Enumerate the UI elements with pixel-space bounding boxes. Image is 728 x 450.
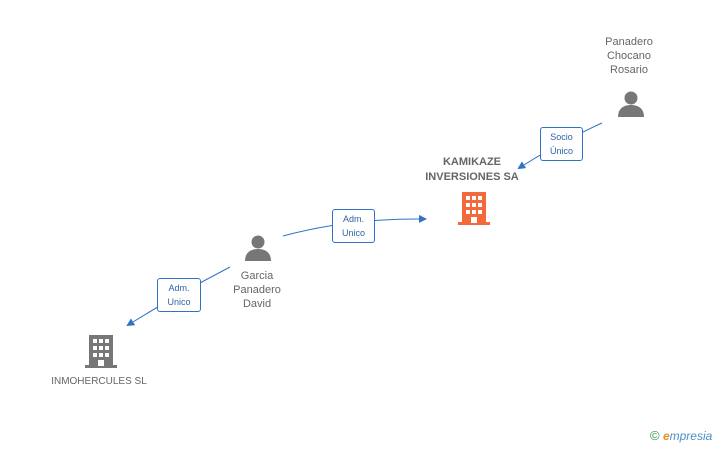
brand-logo-text: mpresia	[669, 429, 713, 443]
label-line: Panadero	[233, 284, 281, 296]
person-icon[interactable]	[245, 235, 271, 262]
label-line: KAMIKAZE	[442, 156, 502, 168]
edge-label-line: Socio	[550, 132, 573, 142]
edge-label-socio-unico: Socio Único	[540, 127, 583, 161]
building-icon[interactable]	[458, 192, 490, 225]
label-line: Garcia	[240, 270, 274, 282]
label-line: Chocano	[606, 50, 652, 62]
label-line: INMOHERCULES SL	[51, 376, 147, 387]
brand-footer[interactable]: © empresia	[650, 428, 712, 443]
edge-label-line: Único	[549, 146, 573, 156]
edge-label-line: Unico	[167, 297, 191, 307]
label-line: INVERSIONES SA	[425, 171, 519, 183]
person-icon[interactable]	[618, 91, 644, 118]
node-label-garcia-panadero-david[interactable]: Garcia Panadero David	[220, 269, 294, 311]
edge-label-adm-unico: Adm. Unico	[157, 278, 201, 312]
edge-label-line: Adm.	[168, 283, 190, 293]
node-label-panadero-chocano-rosario[interactable]: Panadero Chocano Rosario	[590, 35, 668, 77]
node-label-kamikaze-inversiones[interactable]: KAMIKAZE INVERSIONES SA	[410, 155, 534, 185]
building-icon[interactable]	[85, 335, 117, 368]
label-line: Panadero	[605, 36, 653, 48]
node-label-inmohercules[interactable]: INMOHERCULES SL	[40, 375, 158, 389]
label-line: David	[242, 298, 272, 310]
brand-logo-e: e	[662, 429, 670, 443]
edge-label-line: Adm.	[342, 214, 364, 224]
label-line: Rosario	[610, 64, 648, 76]
edge-label-adm-unico: Adm. Unico	[332, 209, 375, 243]
copyright-icon: ©	[650, 428, 660, 443]
edge-label-line: Unico	[341, 228, 365, 238]
